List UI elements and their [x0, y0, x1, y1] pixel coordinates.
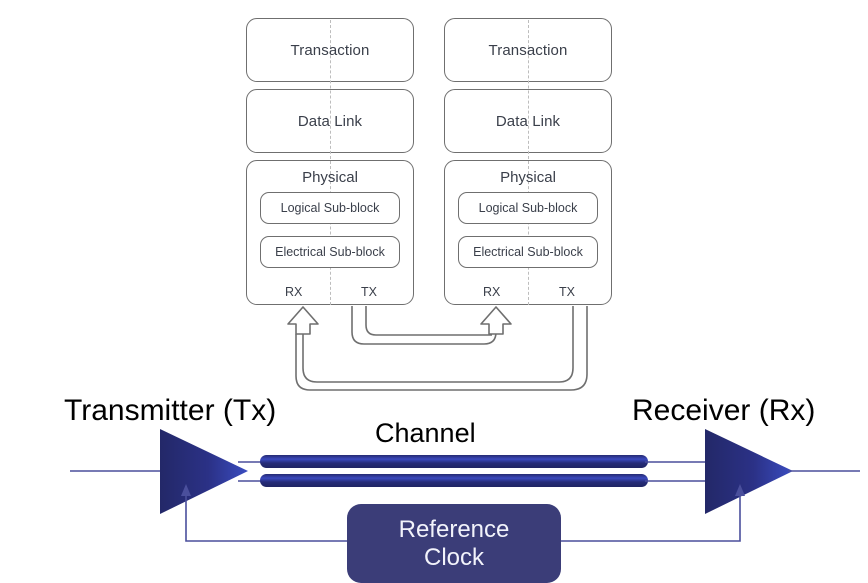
- left-transaction-label: Transaction: [290, 41, 370, 59]
- reference-clock-block[interactable]: Reference Clock: [347, 504, 561, 583]
- right-tx-to-left-rx-path: [302, 306, 574, 383]
- right-data-link-label: Data Link: [495, 112, 561, 130]
- transmitter-label: Transmitter (Tx): [64, 394, 277, 427]
- right-port-row: RX TX: [445, 285, 611, 301]
- left-logical-sub-block[interactable]: Logical Sub-block: [260, 192, 400, 224]
- left-logical-sub-block-label: Logical Sub-block: [280, 201, 380, 215]
- right-stack-rx-tx-divider: [528, 20, 529, 305]
- receiver-label: Receiver (Rx): [632, 394, 816, 427]
- right-tx-inner-trace: [295, 306, 588, 391]
- left-tx-to-right-rx-path: [351, 306, 497, 345]
- left-rx-port-label: RX: [285, 285, 303, 299]
- refclk-receiver-arrowhead: [735, 484, 745, 496]
- right-transaction-label: Transaction: [488, 41, 568, 59]
- left-physical-label: Physical: [302, 169, 358, 186]
- left-tx-inner-trace: [365, 306, 492, 336]
- left-electrical-sub-block[interactable]: Electrical Sub-block: [260, 236, 400, 268]
- receiver-triangle: [705, 429, 793, 514]
- left-port-row: RX TX: [247, 285, 413, 301]
- transmitter-triangle: [160, 429, 248, 514]
- right-electrical-sub-block-label: Electrical Sub-block: [473, 245, 583, 259]
- refclk-transmitter-arrowhead: [181, 484, 191, 496]
- right-logical-sub-block-label: Logical Sub-block: [478, 201, 578, 215]
- reference-clock-line2: Clock: [423, 543, 484, 571]
- channel-bar-bottom: [260, 474, 648, 487]
- refclk-to-transmitter-path: [185, 492, 348, 542]
- right-logical-sub-block[interactable]: Logical Sub-block: [458, 192, 598, 224]
- left-electrical-sub-block-label: Electrical Sub-block: [275, 245, 385, 259]
- right-electrical-sub-block[interactable]: Electrical Sub-block: [458, 236, 598, 268]
- reference-clock-line1: Reference: [398, 515, 510, 543]
- right-rx-port-label: RX: [483, 285, 501, 299]
- right-tx-port-label: TX: [559, 285, 575, 299]
- refclk-to-receiver-path: [560, 492, 741, 542]
- channel-label: Channel: [375, 418, 476, 448]
- channel-bar-top: [260, 455, 648, 468]
- left-stack-rx-tx-divider: [330, 20, 331, 305]
- left-rx-arrowhead: [287, 306, 319, 335]
- right-physical-label: Physical: [500, 169, 556, 186]
- left-data-link-label: Data Link: [297, 112, 363, 130]
- left-tx-port-label: TX: [361, 285, 377, 299]
- right-rx-arrowhead: [480, 306, 512, 335]
